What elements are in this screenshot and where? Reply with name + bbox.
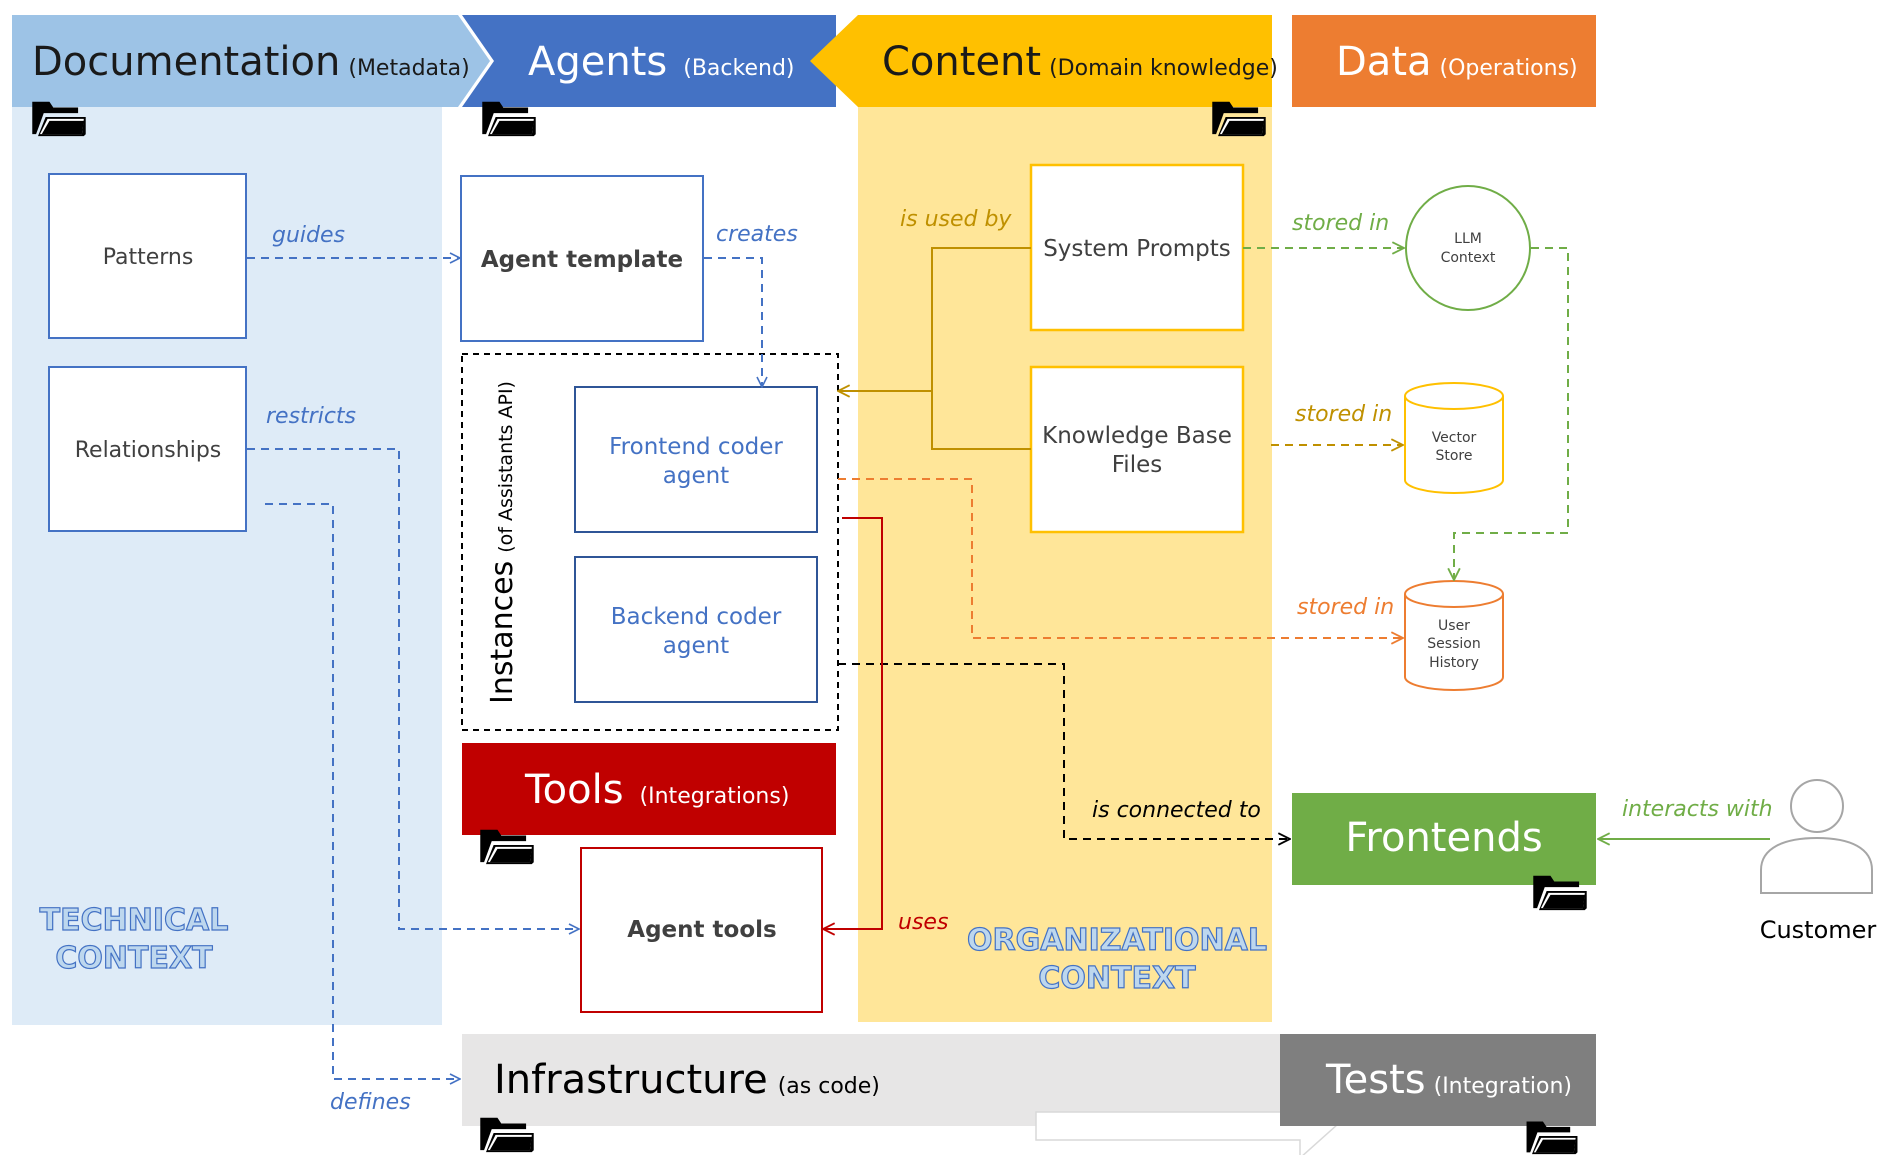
vector-store-cylinder: Vector Store <box>1404 382 1504 494</box>
svg-text:LLM: LLM <box>1454 231 1482 247</box>
edge-uses <box>823 517 883 929</box>
edge-stored-in-session <box>838 478 1403 638</box>
svg-text:Agents(Backend): Agents(Backend) <box>528 39 795 85</box>
svg-text:Vector: Vector <box>1432 430 1477 446</box>
svg-text:agent: agent <box>663 633 729 659</box>
infrastructure-band <box>462 1034 1332 1126</box>
edge-restricts <box>247 448 579 929</box>
svg-text:Store: Store <box>1435 448 1472 464</box>
customer-label: Customer <box>1760 916 1877 944</box>
svg-text:System Prompts: System Prompts <box>1043 236 1231 262</box>
edge-llm-to-session <box>1454 247 1569 580</box>
knowledge-base-files-box: Knowledge Base Files <box>1029 365 1245 534</box>
edge-label-stored-in-session: stored in <box>1297 595 1394 620</box>
edge-label-uses: uses <box>898 910 948 935</box>
content-header: Content(Domain knowledge) <box>810 15 1278 107</box>
svg-text:Files: Files <box>1112 452 1162 478</box>
edge-label-guides: guides <box>272 223 345 248</box>
svg-text:Tests(Integration): Tests(Integration) <box>1325 1057 1572 1103</box>
user-session-history-cylinder: User Session History <box>1404 580 1504 691</box>
tools-header: Tools(Integrations) <box>462 743 836 835</box>
svg-text:CONTEXT: CONTEXT <box>55 941 213 976</box>
edge-label-stored-in-vector: stored in <box>1295 402 1392 427</box>
edge-is-connected-to <box>838 663 1290 839</box>
edge-is-used-by <box>838 247 1031 450</box>
agents-header: Agents(Backend) <box>462 15 836 107</box>
patterns-box: Patterns <box>48 173 247 339</box>
edge-label-creates: creates <box>716 222 798 247</box>
edge-label-interacts-with: interacts with <box>1622 797 1773 822</box>
svg-text:History: History <box>1429 655 1479 671</box>
svg-text:CONTEXT: CONTEXT <box>1038 961 1196 996</box>
svg-text:Backend coder: Backend coder <box>611 604 782 630</box>
person-icon <box>1760 779 1873 894</box>
edge-label-stored-in-llm: stored in <box>1292 211 1389 236</box>
edge-label-is-connected-to: is connected to <box>1092 798 1261 823</box>
edge-creates <box>704 257 762 387</box>
svg-text:Knowledge Base: Knowledge Base <box>1042 423 1232 449</box>
infrastructure-title: Infrastructure(as code) <box>494 1057 880 1103</box>
documentation-header: Documentation(Metadata) <box>12 15 490 107</box>
svg-text:Frontends: Frontends <box>1345 815 1542 861</box>
svg-text:Agent tools: Agent tools <box>627 917 776 943</box>
svg-text:Relationships: Relationships <box>75 438 222 463</box>
svg-text:ORGANIZATIONAL: ORGANIZATIONAL <box>967 923 1267 958</box>
system-prompts-box: System Prompts <box>1029 163 1245 332</box>
svg-text:Content(Domain knowledge): Content(Domain knowledge) <box>882 39 1278 85</box>
svg-text:Frontend coder: Frontend coder <box>609 434 783 460</box>
edge-label-defines: defines <box>330 1090 411 1115</box>
svg-text:Tools(Integrations): Tools(Integrations) <box>524 767 789 813</box>
agent-tools-box: Agent tools <box>580 847 823 1013</box>
data-header: Data(Operations) <box>1292 15 1596 107</box>
instances-container <box>461 353 839 731</box>
llm-context-node: LLM Context <box>1405 185 1531 311</box>
svg-text:Context: Context <box>1441 250 1496 266</box>
svg-text:Documentation(Metadata): Documentation(Metadata) <box>32 39 470 85</box>
svg-text:Agent template: Agent template <box>481 247 683 273</box>
svg-text:User: User <box>1438 618 1470 634</box>
technical-context-label: TECHNICAL CONTEXT <box>39 902 229 976</box>
svg-text:TECHNICAL: TECHNICAL <box>40 903 229 938</box>
edge-defines <box>265 503 460 1079</box>
svg-text:Data(Operations): Data(Operations) <box>1336 39 1578 85</box>
instances-label: Instances(of Assistants API) <box>485 381 520 704</box>
backend-coder-agent-box: Backend coder agent <box>574 556 818 703</box>
svg-text:Session: Session <box>1427 636 1480 652</box>
agent-template-box: Agent template <box>460 175 704 342</box>
frontends-header: Frontends <box>1292 793 1596 885</box>
organizational-context-label: ORGANIZATIONAL CONTEXT <box>966 922 1267 996</box>
edge-label-restricts: restricts <box>266 404 356 429</box>
edge-label-is-used-by: is used by <box>900 207 1012 232</box>
folder-icon <box>1526 1121 1578 1155</box>
frontend-coder-agent-box: Frontend coder agent <box>574 386 818 533</box>
svg-text:agent: agent <box>663 463 729 489</box>
relationships-box: Relationships <box>48 366 247 532</box>
tests-header: Tests(Integration) <box>1280 1034 1596 1126</box>
svg-text:Patterns: Patterns <box>103 245 194 270</box>
